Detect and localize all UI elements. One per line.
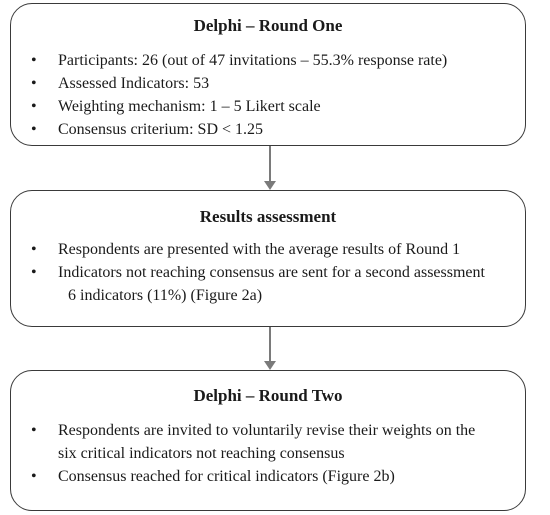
connector-line xyxy=(269,327,271,362)
list-item: • Respondents are presented with the aver… xyxy=(11,238,525,261)
results-assessment-list: • Respondents are presented with the aver… xyxy=(11,238,525,284)
bullet-icon: • xyxy=(31,75,37,92)
round-two-title: Delphi – Round Two xyxy=(193,386,343,405)
bullet-icon: • xyxy=(31,468,37,485)
list-item-text: Assessed Indicators: 53 xyxy=(58,75,210,92)
list-item: • Weighting mechanism: 1 – 5 Likert scale xyxy=(11,95,525,118)
list-item-text: Respondents are presented with the avera… xyxy=(58,241,461,258)
round-one-title: Delphi – Round One xyxy=(193,16,343,35)
bullet-icon: • xyxy=(31,121,37,138)
list-item-continuation: six critical indicators not reaching con… xyxy=(58,445,345,462)
list-item: • Participants: 26 (out of 47 invitations… xyxy=(11,49,525,72)
list-item: • Assessed Indicators: 53 xyxy=(11,72,525,95)
results-assessment-title: Results assessment xyxy=(199,207,337,226)
list-item-text: Consensus reached for critical indicator… xyxy=(58,468,395,485)
list-item-text: Respondents are invited to voluntarily r… xyxy=(58,422,476,439)
bullet-icon: • xyxy=(31,98,37,115)
results-assessment-box: Results assessment • Respondents are pres… xyxy=(10,190,526,327)
bullet-icon: • xyxy=(31,264,37,281)
results-assessment-subline: 6 indicators (11%) (Figure 2a) xyxy=(68,287,263,304)
list-item: • Respondents are invited to voluntarily … xyxy=(11,419,525,465)
list-item-text: Participants: 26 (out of 47 invitations … xyxy=(58,52,448,69)
list-item: • Indicators not reaching consensus are s… xyxy=(11,261,525,284)
list-item-text: Weighting mechanism: 1 – 5 Likert scale xyxy=(58,98,321,115)
list-item-text: Indicators not reaching consensus are se… xyxy=(58,264,485,281)
connector-line xyxy=(269,146,271,182)
bullet-icon: • xyxy=(31,422,37,439)
arrow-down-icon xyxy=(264,361,276,370)
round-two-box: Delphi – Round Two • Respondents are invi… xyxy=(10,370,526,511)
list-item: • Consensus reached for critical indicato… xyxy=(11,465,525,488)
round-two-list: • Respondents are invited to voluntarily … xyxy=(11,419,525,488)
bullet-icon: • xyxy=(31,241,37,258)
list-item: • Consensus criterium: SD < 1.25 xyxy=(11,118,525,141)
arrow-down-icon xyxy=(264,181,276,190)
list-item-text: Consensus criterium: SD < 1.25 xyxy=(58,121,264,138)
bullet-icon: • xyxy=(31,52,37,69)
round-one-box: Delphi – Round One • Participants: 26 (ou… xyxy=(10,3,526,146)
round-one-list: • Participants: 26 (out of 47 invitations… xyxy=(11,49,525,141)
